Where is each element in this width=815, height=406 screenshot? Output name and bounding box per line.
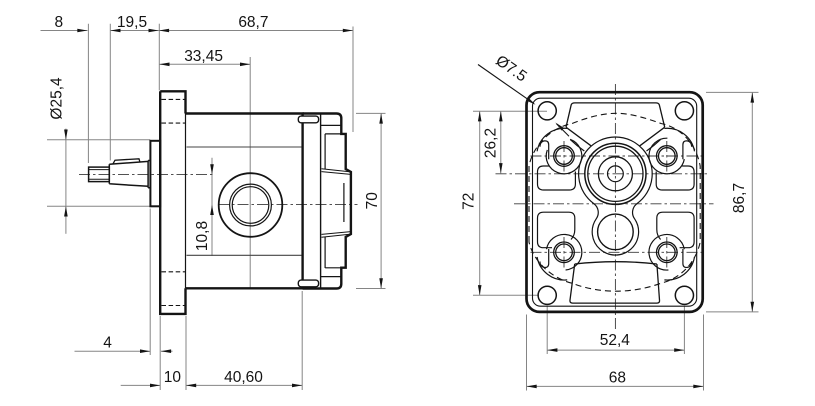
svg-text:72: 72 <box>460 193 477 210</box>
svg-text:86,7: 86,7 <box>731 183 748 213</box>
svg-text:4: 4 <box>103 335 112 352</box>
svg-text:8: 8 <box>54 14 63 31</box>
svg-text:10: 10 <box>164 369 182 386</box>
svg-text:10,8: 10,8 <box>194 221 211 251</box>
svg-text:33,45: 33,45 <box>184 48 223 65</box>
svg-text:40,60: 40,60 <box>224 369 263 386</box>
svg-text:Ø7.5: Ø7.5 <box>492 52 529 85</box>
svg-text:52,4: 52,4 <box>600 332 631 349</box>
svg-text:68: 68 <box>609 370 626 387</box>
svg-text:70: 70 <box>364 192 381 210</box>
svg-text:68,7: 68,7 <box>238 14 268 31</box>
svg-text:26,2: 26,2 <box>483 128 500 158</box>
svg-text:Ø25,4: Ø25,4 <box>49 77 66 120</box>
svg-text:19,5: 19,5 <box>117 14 147 31</box>
